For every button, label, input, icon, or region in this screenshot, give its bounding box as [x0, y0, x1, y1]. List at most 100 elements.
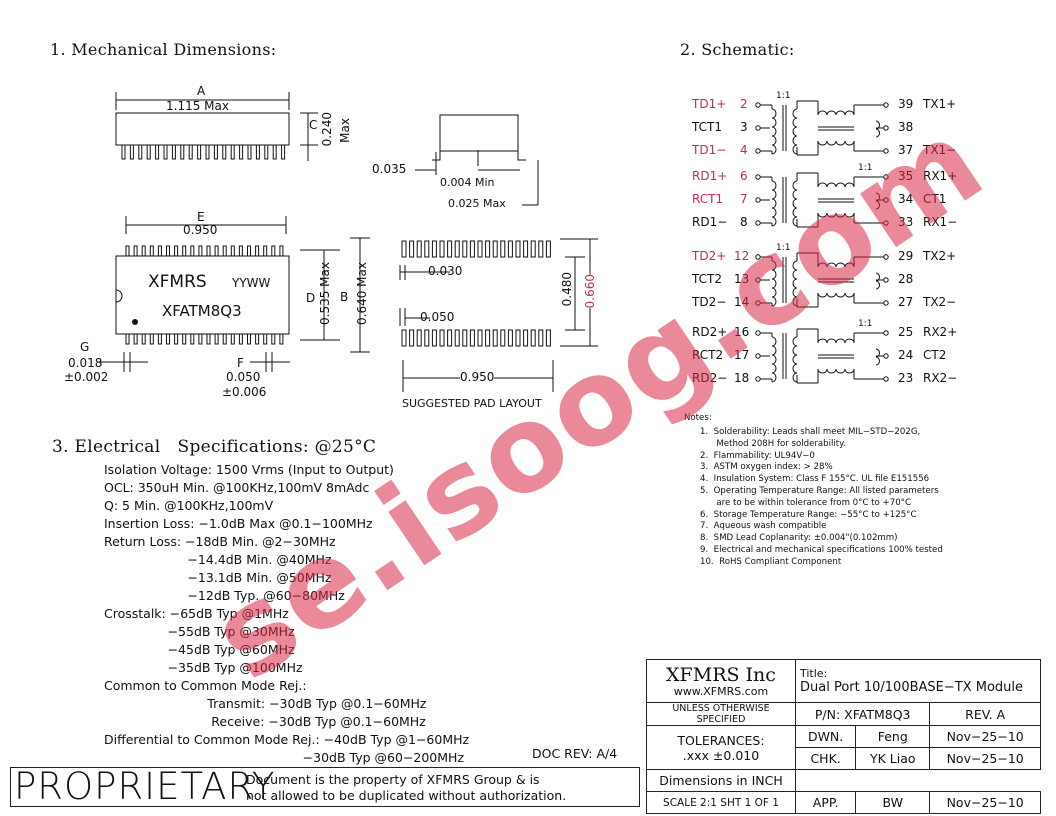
- lead: [213, 144, 218, 160]
- chk-date: Nov−25−10: [929, 747, 1041, 770]
- company-name: XFMRS Inc: [666, 663, 776, 686]
- pad: [462, 329, 468, 347]
- revision: REV. A: [929, 702, 1041, 726]
- company-website: www.XFMRS.com: [673, 684, 769, 698]
- dim-a-letter: A: [197, 84, 206, 98]
- pad: [424, 329, 430, 347]
- schematic-left-name: RCT1: [692, 192, 724, 206]
- electrical-spec-list: Isolation Voltage: 1500 Vrms (Input to O…: [104, 461, 469, 767]
- schematic-right-name: RX1−: [923, 215, 958, 229]
- title-cell: Title: Dual Port 10/100BASE−TX Module: [795, 659, 1041, 703]
- unless-specified: UNLESS OTHERWISE SPECIFIED: [646, 702, 796, 726]
- schematic-right-pin: 38: [898, 120, 914, 134]
- tolerance-label: TOLERANCES:: [677, 732, 765, 748]
- spec-line: Receive: −30dB Typ @0.1−60MHz: [104, 714, 426, 729]
- lead: [279, 245, 284, 257]
- proprietary-notice-line2: not allowed to be duplicated without aut…: [246, 788, 567, 803]
- spec-line: −45dB Typ @60MHz: [104, 642, 295, 657]
- note-line: 7. Aqueous wash compatible: [700, 521, 827, 532]
- dim-d-value: 0.535 Max: [318, 262, 332, 325]
- lead: [138, 144, 143, 160]
- dwn-name: Feng: [855, 725, 931, 748]
- lead: [238, 245, 243, 257]
- spec-line: Isolation Voltage: 1500 Vrms (Input to O…: [104, 462, 394, 477]
- lead: [230, 144, 235, 160]
- spec-line: Common to Common Mode Rej.:: [104, 678, 307, 693]
- pad: [515, 240, 521, 258]
- document-title: Dual Port 10/100BASE−TX Module: [800, 680, 1024, 695]
- dim-c-max: Max: [338, 118, 352, 143]
- pad: [454, 240, 460, 258]
- pad: [485, 240, 491, 258]
- dim-b-letter: B: [340, 290, 349, 304]
- note-line: 9. Electrical and mechanical specificati…: [700, 544, 943, 555]
- schematic-left-pin: 18: [734, 371, 750, 385]
- schematic-left-name: TD2−: [692, 295, 727, 309]
- lead: [146, 144, 151, 160]
- note-line: are to be within tolerance from 0°C to +…: [700, 497, 911, 508]
- note-line: 5. Operating Temperature Range: All list…: [700, 485, 939, 496]
- pad: [409, 329, 415, 347]
- schematic-left-name: RD2+: [692, 325, 728, 339]
- lead: [239, 144, 244, 160]
- dwn-date: Nov−25−10: [929, 725, 1041, 748]
- lead: [263, 333, 268, 345]
- lead: [166, 245, 170, 257]
- schematic-left-pin: 12: [734, 249, 750, 263]
- schematic-right-pin: 28: [898, 272, 914, 286]
- spec-line: Insertion Loss: −1.0dB Max @0.1−100MHz: [104, 516, 373, 531]
- lead: [190, 245, 195, 257]
- lead: [149, 333, 154, 345]
- lead: [174, 333, 179, 345]
- schematic-right-pin: 29: [898, 249, 914, 263]
- lead: [125, 333, 130, 345]
- schematic-left-name: RD1+: [692, 169, 728, 183]
- spec-line: −35dB Typ @100MHz: [104, 660, 303, 675]
- lead: [121, 144, 126, 160]
- schematic-left-name: TD1−: [692, 143, 727, 157]
- part-number: P/N: XFATM8Q3: [794, 702, 931, 726]
- lead: [222, 245, 227, 257]
- lead: [272, 144, 277, 160]
- pad: [500, 240, 506, 258]
- lead: [149, 245, 154, 257]
- note-line: 1. Solderability: Leads shall meet MIL−S…: [700, 427, 921, 437]
- lead: [125, 245, 130, 257]
- pad: [447, 240, 453, 258]
- schematic-left-pin: 16: [734, 325, 750, 339]
- dim-side-025: 0.025 Max: [448, 197, 506, 210]
- dim-f-tol: ±0.006: [222, 385, 267, 399]
- note-line: 3. ASTM oxygen index: > 28%: [700, 462, 833, 473]
- schematic-left-pin: 14: [734, 295, 750, 309]
- pad: [538, 329, 544, 347]
- schematic-right-name: CT1: [923, 192, 947, 206]
- spec-line: −12dB Typ. @60−80MHz: [104, 588, 345, 603]
- lead: [214, 245, 219, 257]
- schematic-right-pin: 23: [898, 371, 914, 385]
- lead: [271, 333, 276, 345]
- lead: [157, 333, 162, 345]
- note-line: 4. Insulation System: Class F 155°C. UL …: [700, 474, 930, 485]
- dim-g-tol: ±0.002: [64, 370, 109, 384]
- pad: [424, 240, 430, 258]
- lead: [206, 245, 211, 257]
- dim-a-value: 1.115 Max: [166, 99, 229, 113]
- title-block: XFMRS Inc www.XFMRS.com Title: Dual Port…: [646, 659, 1041, 814]
- lead: [190, 333, 195, 345]
- pad: [500, 329, 506, 347]
- pad: [485, 329, 491, 347]
- lead: [141, 245, 146, 257]
- lead: [155, 144, 160, 160]
- turns-ratio: 1:1: [776, 91, 790, 101]
- schematic-left-name: RD1−: [692, 215, 728, 229]
- schematic-left-name: TCT2: [692, 272, 722, 286]
- pad: [477, 240, 483, 258]
- lead: [157, 245, 162, 257]
- schematic-left-pin: 4: [740, 143, 748, 157]
- pad: [515, 329, 521, 347]
- lead: [247, 333, 251, 345]
- dim-c-letter: C: [309, 118, 318, 132]
- pad: [545, 240, 551, 258]
- schematic-left-pin: 8: [740, 215, 748, 229]
- pad-050: 0.050: [420, 310, 455, 324]
